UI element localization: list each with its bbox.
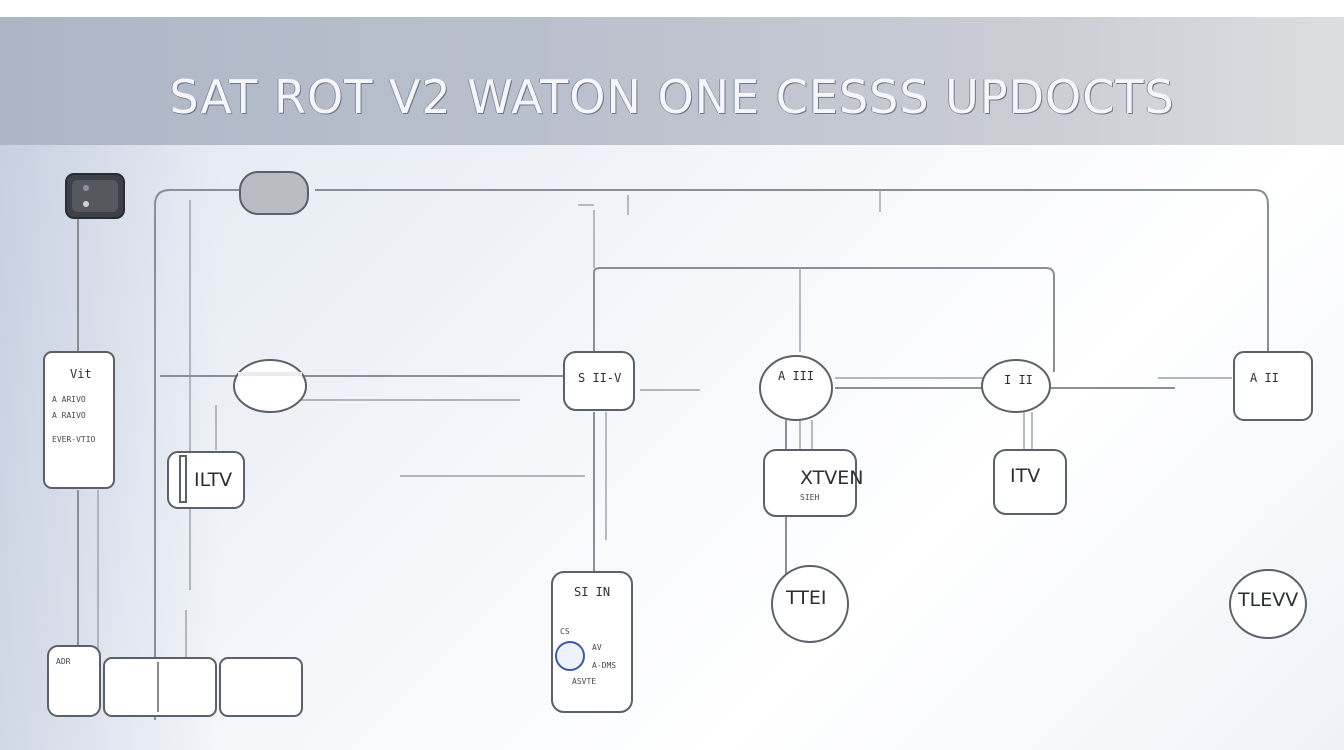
bottom-card-line2: CS [560,627,570,636]
xtven-label: XTVEN [800,467,864,489]
bottom-card-box [551,571,633,713]
bottom-card-line4: A-DMS [592,661,616,670]
itv-box [993,449,1067,515]
left-panel-line4: EVER-VTIO [52,435,96,444]
tlevv-node[interactable]: TLEVV [1229,569,1307,639]
far-right-node[interactable]: A II [1233,351,1313,421]
bottom-panel-node[interactable] [219,657,303,717]
connector-mid-bracket [593,267,1055,372]
xtven-box [763,449,857,517]
bottom-switch-node[interactable] [103,657,217,717]
ttei-label: TTEI [785,587,827,609]
hub-left-detail [238,372,302,376]
xtven-sub: SIEH [800,493,819,502]
hub-left-shape [233,359,307,413]
center-a-node[interactable]: A III [759,355,833,421]
left-panel-line2: A ARIVO [52,395,86,404]
bottom-card-node[interactable]: SI IN CS AV A-DMS ASVTE [551,571,633,713]
bottom-card-line1: SI IN [574,585,610,599]
mid-top-node[interactable]: S II-V [563,351,635,411]
bottom-left-node[interactable]: ADR [47,645,101,717]
iltv-accent [179,455,187,503]
center-a-label: A III [778,369,814,383]
ttei-node[interactable]: TTEI [771,565,849,643]
iltv-node[interactable]: ILTV [167,451,245,509]
bottom-left-box [47,645,101,717]
right-a-shape [981,359,1051,413]
diagram-title: SAT ROT V2 WATON ONE CESSS UPDOCTS [169,70,1175,124]
connectors [77,189,1269,720]
bottom-switch-box [103,657,217,717]
far-right-box [1233,351,1313,421]
globe-icon [555,641,585,671]
mid-top-label: S II-V [578,371,621,385]
left-panel-node[interactable]: Vit A ARIVO A RAIVO EVER-VTIO [43,351,115,489]
top-strip [0,0,1344,17]
connector-router-bus [315,189,1269,352]
connector-top-bus [154,189,240,720]
bottom-card-line5: ASVTE [572,677,596,686]
left-panel-box [43,351,115,489]
hub-left-node[interactable] [233,359,307,413]
left-panel-line1: Vit [70,367,92,381]
bottom-left-label: ADR [56,657,71,666]
hub-top-body [239,171,309,215]
tlevv-label: TLEVV [1237,589,1298,611]
right-a-node[interactable]: I II [981,359,1051,413]
ttei-shape [771,565,849,643]
left-panel-line3: A RAIVO [52,411,86,420]
bottom-card-line3: AV [592,643,602,652]
right-a-label: I II [1004,373,1033,387]
router-device[interactable] [65,173,125,219]
title-band [0,17,1344,145]
itv-node[interactable]: ITV [993,449,1067,515]
router-led-icon [83,201,89,207]
itv-label: ITV [1010,465,1040,487]
far-right-label: A II [1250,371,1279,385]
iltv-label: ILTV [194,469,232,491]
router-face [72,180,118,212]
router-led-icon-2 [83,185,89,191]
xtven-node[interactable]: XTVEN SIEH [763,449,864,517]
mid-top-box [563,351,635,411]
tlevv-shape [1229,569,1307,639]
hub-top[interactable] [239,171,309,215]
center-a-shape [759,355,833,421]
bottom-panel-box [219,657,303,717]
